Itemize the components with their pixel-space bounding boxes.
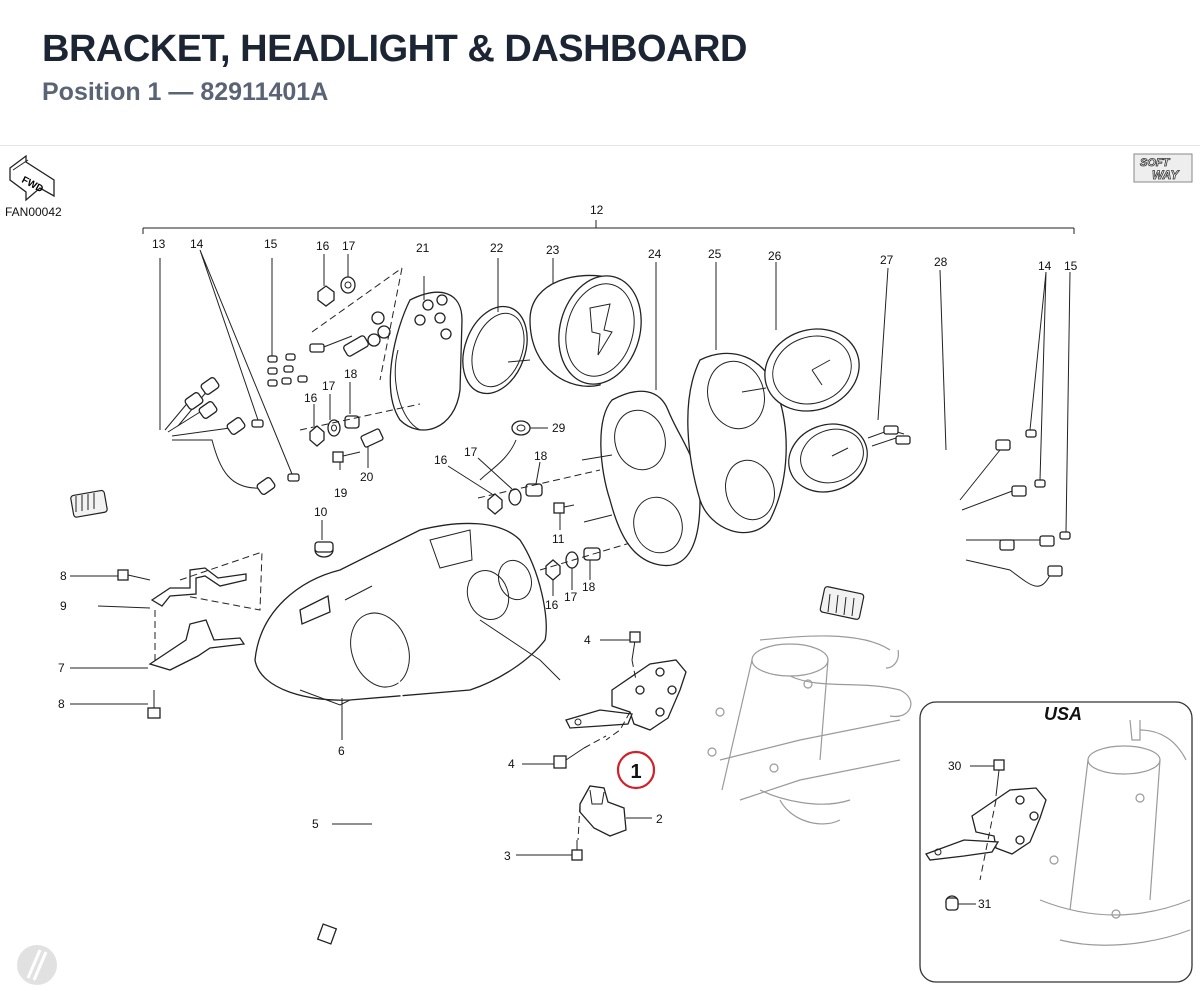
callout-labels: 12 13 14 15 16 17 21 22 23 24 25 26 27 2… [58,203,1078,911]
screw-3 [516,804,583,861]
callout-15-right: 15 [1064,259,1078,273]
softway-logo: SOFT WAY [1133,153,1193,183]
callout-16-top: 16 [316,239,330,253]
group-12-bracket [142,220,1075,234]
callout-4-top: 4 [584,633,591,647]
callout-12: 12 [590,203,604,217]
speedometer-cable-5 [316,649,405,945]
callout-16-center: 16 [434,453,448,467]
bolt-4-bottom [522,735,607,769]
rear-housing-21 [309,267,463,431]
wiring-harness-right [819,269,1071,620]
headlight-fairing-6 [254,522,561,740]
callout-13: 13 [152,237,166,251]
gauge-26 [741,262,860,412]
dashboard-panel-24 [581,262,701,567]
fastener-set-lower [539,539,641,596]
callout-11: 11 [552,532,565,546]
callout-9: 9 [60,599,67,613]
callout-21: 21 [416,241,430,255]
callout-28: 28 [934,255,948,269]
softway-logo-text-top: SOFT [1140,157,1171,169]
frame-ghost-main [707,635,912,825]
page-corner-icon [17,945,57,985]
callout-2: 2 [656,812,663,826]
fastener-set-center [447,457,601,515]
callout-19: 19 [334,486,348,500]
page-header: BRACKET, HEADLIGHT & DASHBOARD Position … [0,0,1200,146]
page-title: BRACKET, HEADLIGHT & DASHBOARD [42,28,747,70]
position-1-number: 1 [630,761,641,783]
callout-16-mid: 16 [304,391,318,405]
softway-logo-text-bottom: WAY [1152,168,1179,182]
bezel-ring-22 [462,258,528,395]
bolt-4-top [600,631,641,681]
screw-8-bottom [70,690,161,719]
callout-20: 20 [360,470,374,484]
callout-18-center: 18 [534,449,548,463]
callout-29: 29 [552,421,566,435]
usa-inset: USA [919,701,1193,983]
callout-18-top: 18 [344,367,358,381]
callout-22: 22 [490,241,504,255]
instrument-cover-25 [687,262,787,534]
grommets-left [199,249,308,482]
drawing-code: FAN00042 [5,205,62,219]
exploded-parts-diagram: FWD FAN00042 SOFT WAY [5,153,1193,985]
fwd-arrow-icon: FWD [9,154,55,202]
grommet-29 [479,420,548,481]
callout-3: 3 [504,849,511,863]
bracket-7 [70,610,246,671]
callout-27: 27 [880,253,894,267]
callout-17-mid: 17 [322,379,336,393]
callout-7: 7 [58,661,65,675]
callout-17-top: 17 [342,239,356,253]
callout-16-lower: 16 [545,598,559,612]
page-subtitle: Position 1 — 82911401A [42,78,329,106]
callout-14-right: 14 [1038,259,1052,273]
bracket-position-1[interactable] [565,659,687,741]
callout-4-bottom: 4 [508,757,515,771]
bolt-11 [553,502,575,530]
callout-6: 6 [338,744,345,758]
callout-24: 24 [648,247,662,261]
callout-18-lower: 18 [582,580,596,594]
position-1-highlight[interactable]: 1 [616,750,656,790]
usa-inset-title: USA [1044,704,1082,724]
callout-17-lower: 17 [564,590,578,604]
screw-8-top [70,569,151,581]
gauge-23 [507,258,642,387]
callout-30: 30 [948,759,962,773]
fastener-set-mid-left [299,382,421,447]
nut-washer-top [317,254,356,307]
callout-26: 26 [768,249,782,263]
callout-10: 10 [314,505,328,519]
bracket-9 [97,551,263,611]
callout-31: 31 [978,897,992,911]
callout-23: 23 [546,243,560,257]
wiring-harness-left [70,258,276,518]
callout-17-center: 17 [464,445,478,459]
callout-8-bottom: 8 [58,697,65,711]
callout-25: 25 [708,247,722,261]
spacer-10 [314,520,334,558]
bolt-19-stud-20 [332,428,384,470]
callout-15-left: 15 [264,237,278,251]
gauge-27 [788,267,911,493]
callout-8-top: 8 [60,569,67,583]
callout-14-left: 14 [190,237,204,251]
clamp-2 [579,785,652,837]
callout-5: 5 [312,817,319,831]
